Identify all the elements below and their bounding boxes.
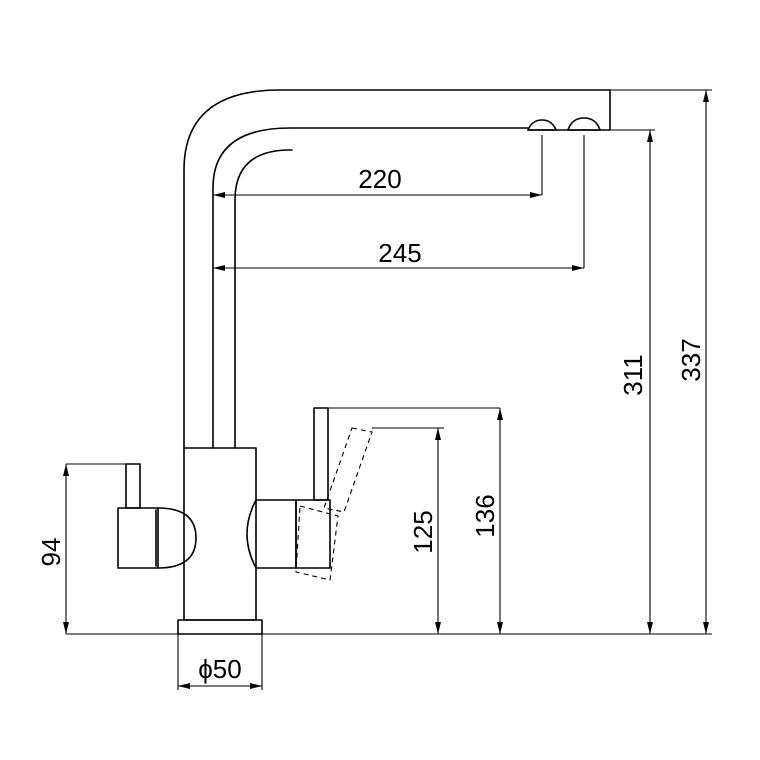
dim-220-label: 220 [358,164,401,194]
dimension-lines [63,89,712,690]
dim-94-label: 94 [36,538,66,567]
spout [183,89,611,449]
dim-311-label: 311 [618,354,648,395]
spout-outlets [527,117,655,131]
left-handle [117,463,197,569]
lever-alternate-position [295,427,373,581]
dim-245-label: 245 [378,238,421,268]
faucet-body [177,447,263,635]
dimension-labels: 220 245 311 337 125 136 94 ϕ50 [36,164,706,684]
dim-125-label: 125 [408,510,438,553]
right-lever [246,407,500,581]
dim-136-label: 136 [470,494,500,537]
dim-337-label: 337 [676,338,706,381]
dim-diameter-label: ϕ50 [198,654,241,684]
